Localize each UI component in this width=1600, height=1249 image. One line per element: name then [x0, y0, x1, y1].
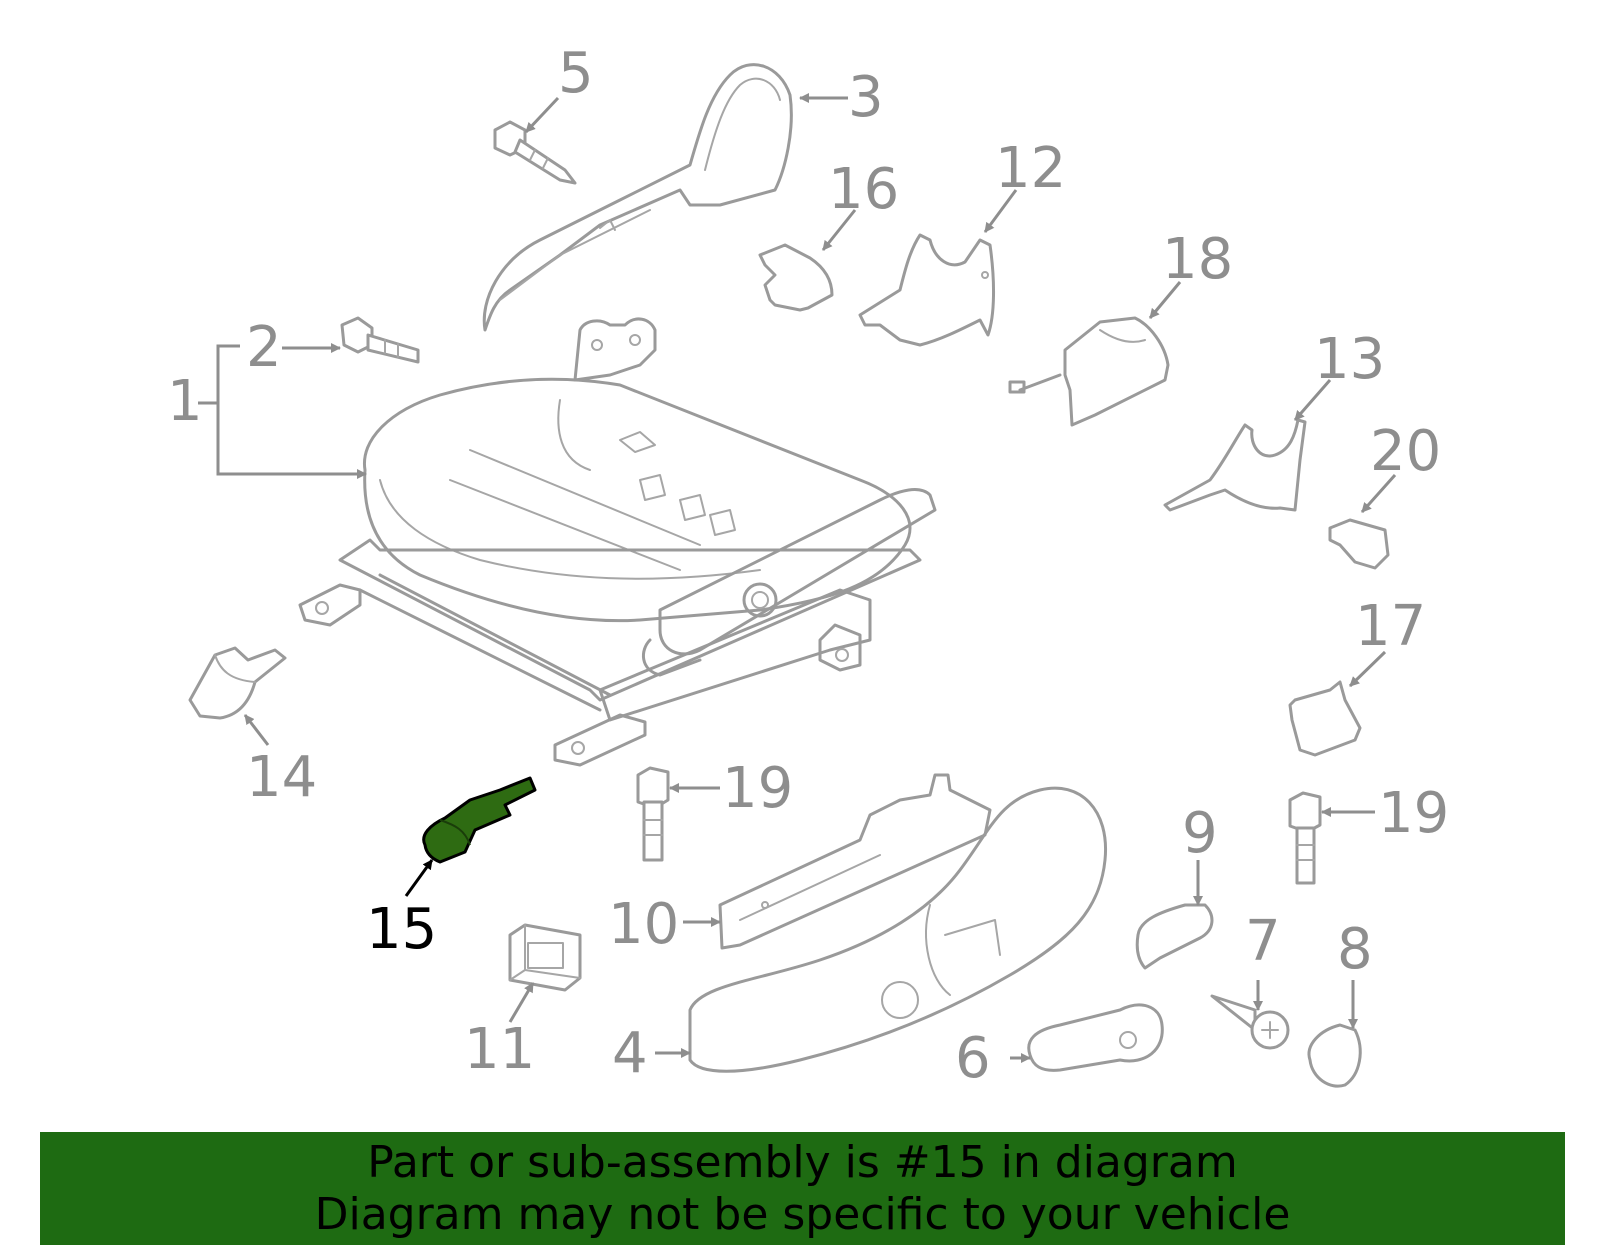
callout-3: 3 [848, 65, 884, 130]
part-7-screw [1210, 994, 1290, 1050]
callout-7: 7 [1245, 909, 1281, 974]
callout-19a: 19 [722, 756, 793, 821]
part-12-bracket [858, 233, 995, 347]
part-4-side-shield [688, 786, 1108, 1073]
callout-13: 13 [1314, 327, 1385, 392]
part-18-actuator [1008, 316, 1170, 427]
part-17-clip [1288, 680, 1362, 757]
part-2-bolt [340, 316, 420, 364]
part-16-clip [758, 243, 834, 312]
callout-labels: 1 2 3 4 5 6 7 8 9 10 11 12 13 14 15 16 1… [167, 41, 1449, 1091]
part-3-side-cover [482, 63, 793, 332]
callout-16: 16 [828, 157, 899, 222]
callout-10: 10 [608, 892, 679, 957]
part-9-knob [1135, 903, 1214, 970]
callout-8: 8 [1337, 917, 1373, 982]
callout-6: 6 [955, 1026, 991, 1091]
part-8-cap [1307, 1023, 1362, 1088]
callout-2: 2 [246, 315, 282, 380]
callout-5: 5 [558, 41, 594, 106]
callout-18: 18 [1162, 227, 1233, 292]
part-11-block [508, 923, 582, 992]
banner-line-1: Part or sub-assembly is #15 in diagram [367, 1136, 1238, 1188]
callout-20: 20 [1370, 419, 1441, 484]
callout-1: 1 [167, 369, 203, 434]
part-13-bracket [1163, 418, 1307, 512]
callout-17: 17 [1355, 594, 1426, 659]
part-10-trim-bracket [718, 773, 992, 950]
part-20-clip [1328, 518, 1390, 570]
callout-14: 14 [246, 745, 317, 810]
callout-15: 15 [366, 897, 437, 962]
banner-line-2: Diagram may not be specific to your vehi… [314, 1188, 1291, 1240]
part-19b-bolt [1288, 791, 1322, 885]
leader-lines [198, 93, 1397, 1063]
callout-12: 12 [995, 136, 1066, 201]
part-19a-bolt [636, 766, 670, 862]
part-14-foot-bracket [188, 646, 287, 720]
callout-19b: 19 [1378, 781, 1449, 846]
info-banner: Part or sub-assembly is #15 in diagram D… [40, 1132, 1565, 1245]
part-1-seat-frame [298, 317, 937, 767]
part-6-lever-handle [1027, 1003, 1164, 1072]
part-15-bracket-highlighted [422, 776, 537, 864]
callout-4: 4 [612, 1021, 648, 1086]
part-5-screw [493, 120, 577, 185]
callout-9: 9 [1182, 801, 1218, 866]
callout-11: 11 [464, 1017, 535, 1082]
